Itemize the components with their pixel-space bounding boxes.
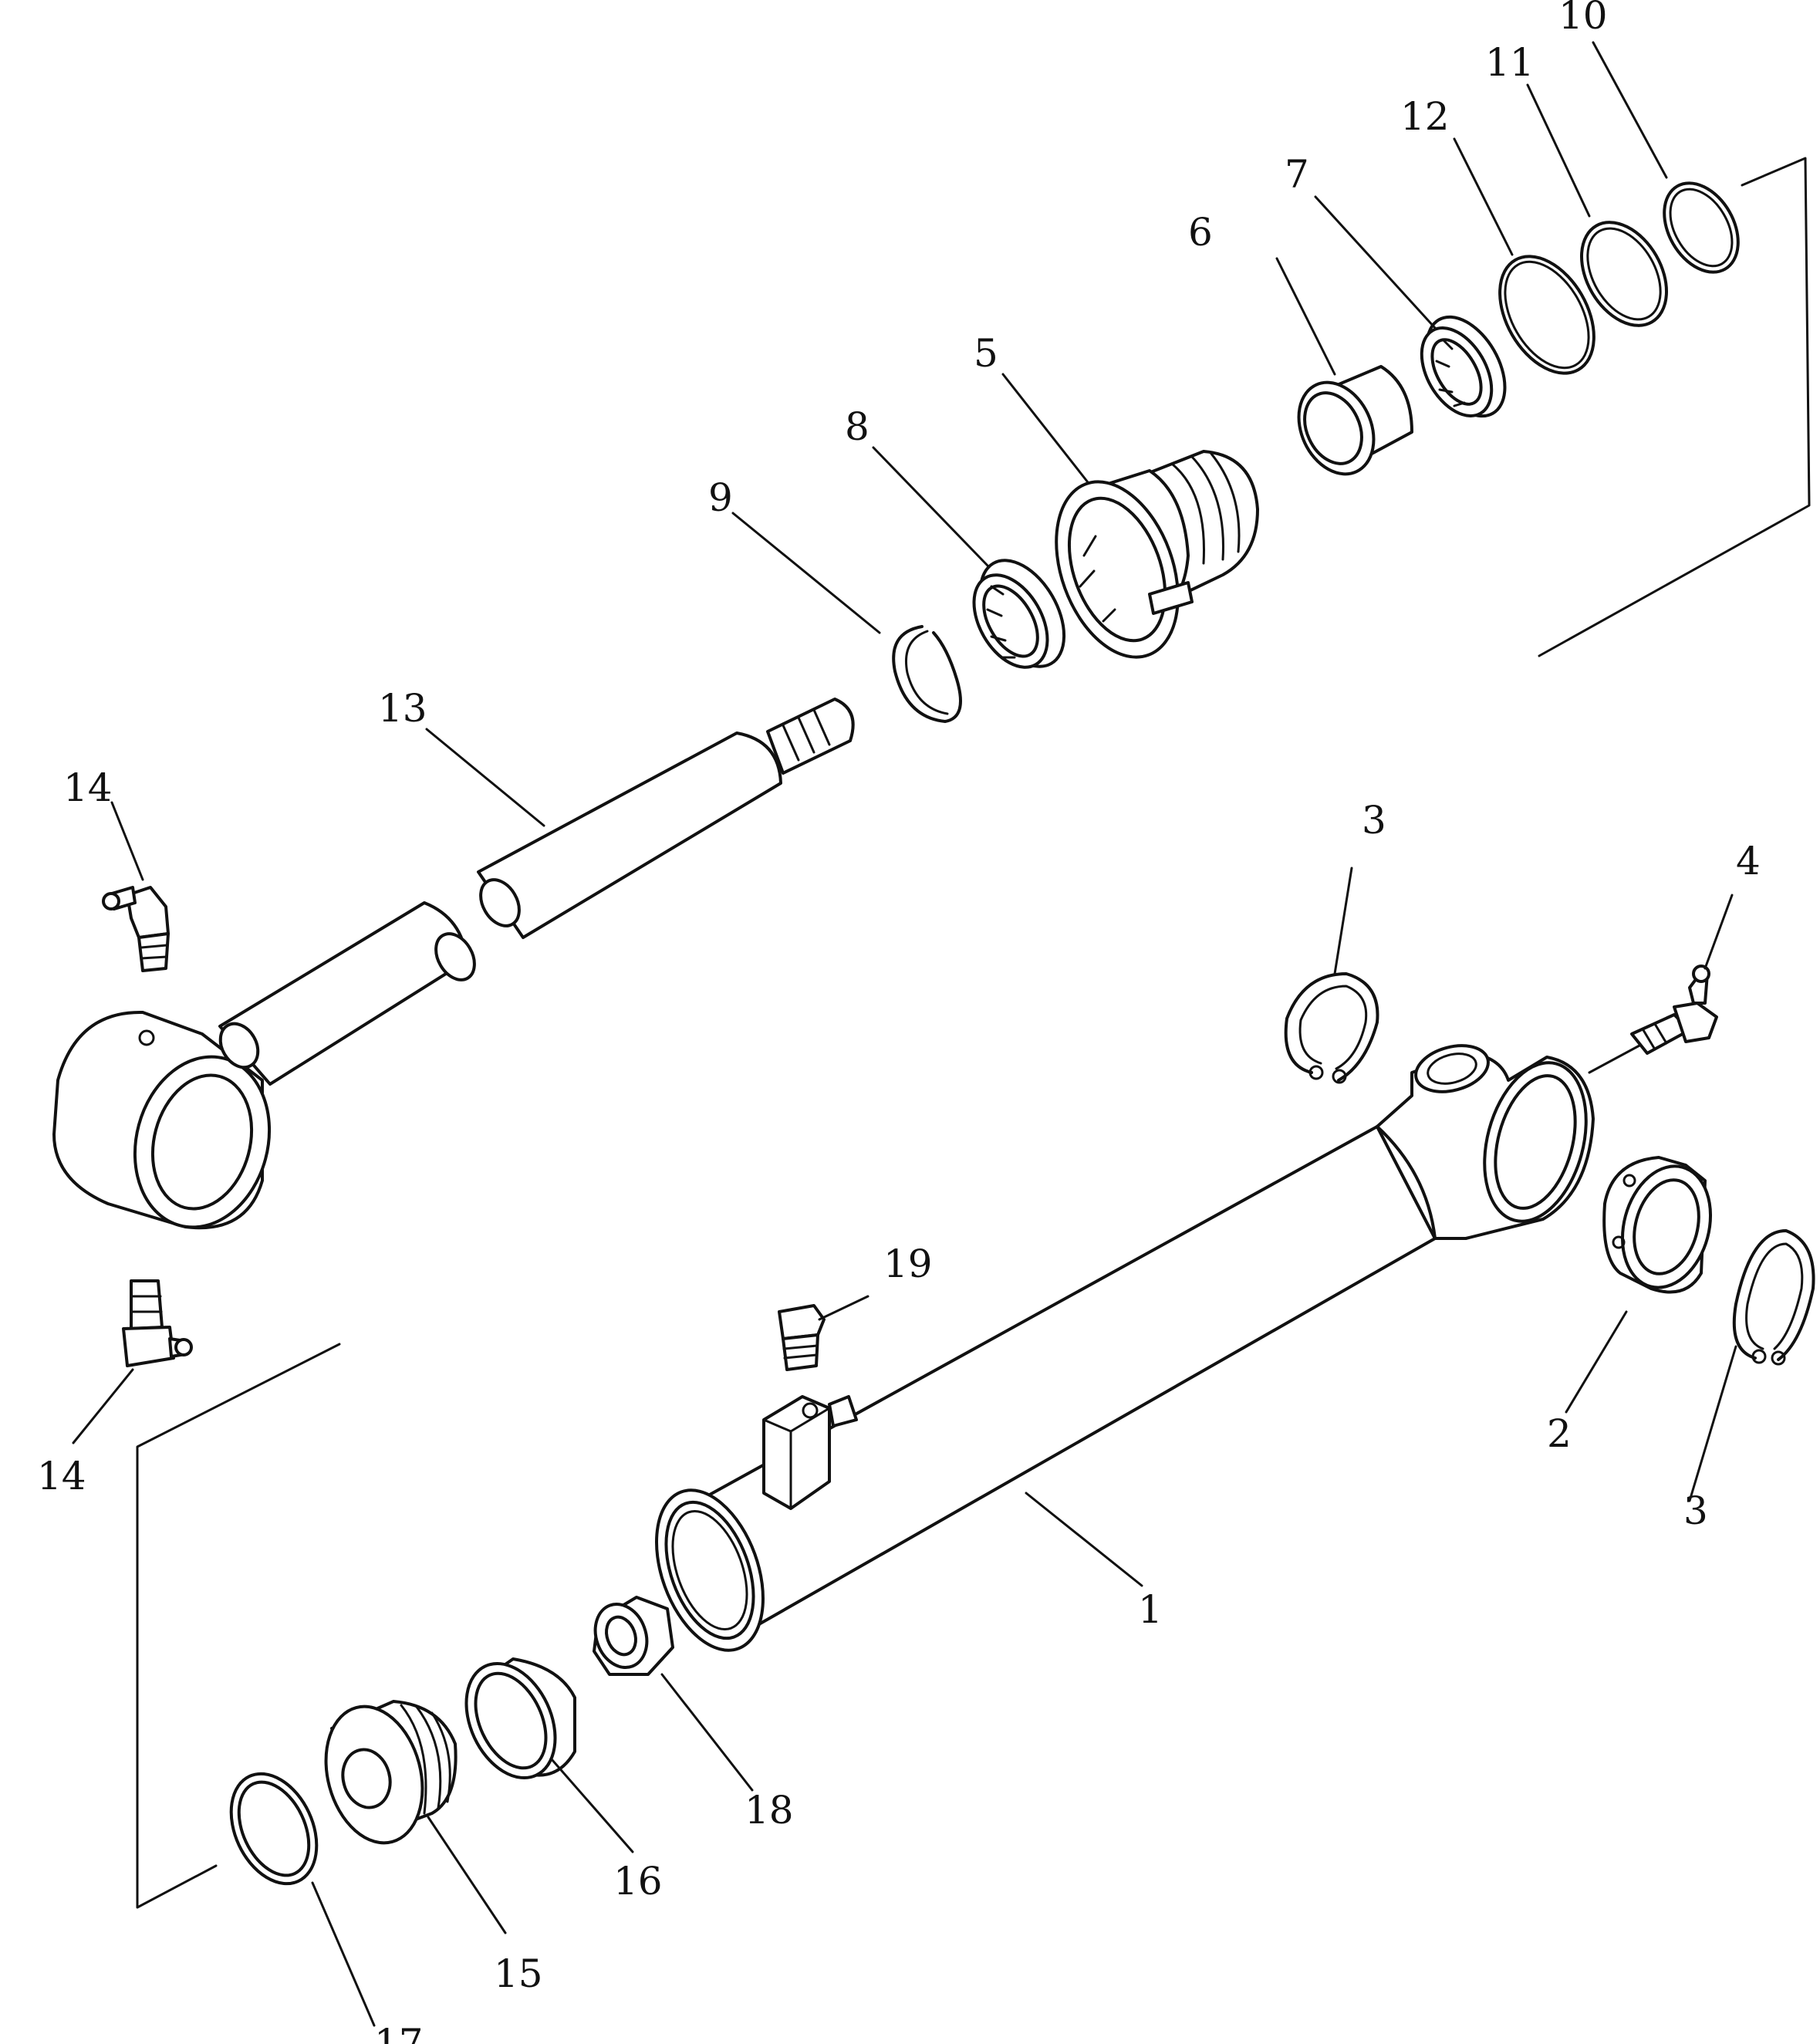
- callout-labels: 1 2 3 3 4 5 6 7 8 9 10 11 12 13 14 14 15…: [37, 0, 1761, 2044]
- label-12: 12: [1400, 94, 1450, 139]
- backup-ring-11: [1580, 221, 1668, 327]
- label-3b: 3: [1683, 1488, 1708, 1533]
- label-4: 4: [1736, 839, 1761, 883]
- rod-packing: [972, 559, 1066, 669]
- grease-fitting-upper: [102, 886, 170, 972]
- label-19: 19: [883, 1242, 933, 1286]
- label-3a: 3: [1362, 798, 1386, 843]
- grease-fitting-tube: [1630, 965, 1718, 1055]
- piston-ring: [229, 1772, 319, 1886]
- label-14a: 14: [63, 765, 113, 810]
- label-5: 5: [974, 331, 998, 376]
- plug: [778, 1304, 826, 1371]
- label-18: 18: [745, 1788, 794, 1833]
- label-14b: 14: [37, 1454, 86, 1498]
- label-16: 16: [613, 1859, 663, 1904]
- piston-rod: [52, 698, 855, 1230]
- dust-seal: [1420, 315, 1507, 418]
- label-10: 10: [1558, 0, 1608, 38]
- upper-group-bracket: [1538, 157, 1811, 657]
- label-13: 13: [378, 686, 427, 731]
- label-17: 17: [374, 2021, 424, 2044]
- snap-ring: [892, 625, 962, 723]
- o-ring-10: [1663, 181, 1740, 274]
- snap-ring-lower: [1732, 1229, 1815, 1366]
- label-9: 9: [708, 475, 733, 520]
- label-2: 2: [1547, 1411, 1572, 1456]
- grease-fitting-lower: [122, 1279, 193, 1367]
- label-11: 11: [1485, 40, 1535, 85]
- label-7: 7: [1285, 152, 1309, 197]
- leader-lines: [72, 41, 1737, 2027]
- label-1: 1: [1138, 1587, 1163, 1632]
- o-ring-12: [1498, 255, 1595, 375]
- snap-ring-upper: [1284, 972, 1379, 1084]
- cylinder-head: [1055, 450, 1259, 659]
- bushing-head-end: [1602, 1156, 1713, 1294]
- label-8: 8: [845, 404, 869, 449]
- label-15: 15: [494, 1951, 543, 1996]
- cylinder-tube: [655, 1044, 1595, 1652]
- wear-ring: [464, 1657, 576, 1780]
- lower-group-bracket: [136, 1343, 341, 1909]
- piston: [324, 1700, 458, 1845]
- nut: [593, 1596, 674, 1676]
- label-6: 6: [1188, 210, 1213, 255]
- bushing: [1297, 365, 1413, 476]
